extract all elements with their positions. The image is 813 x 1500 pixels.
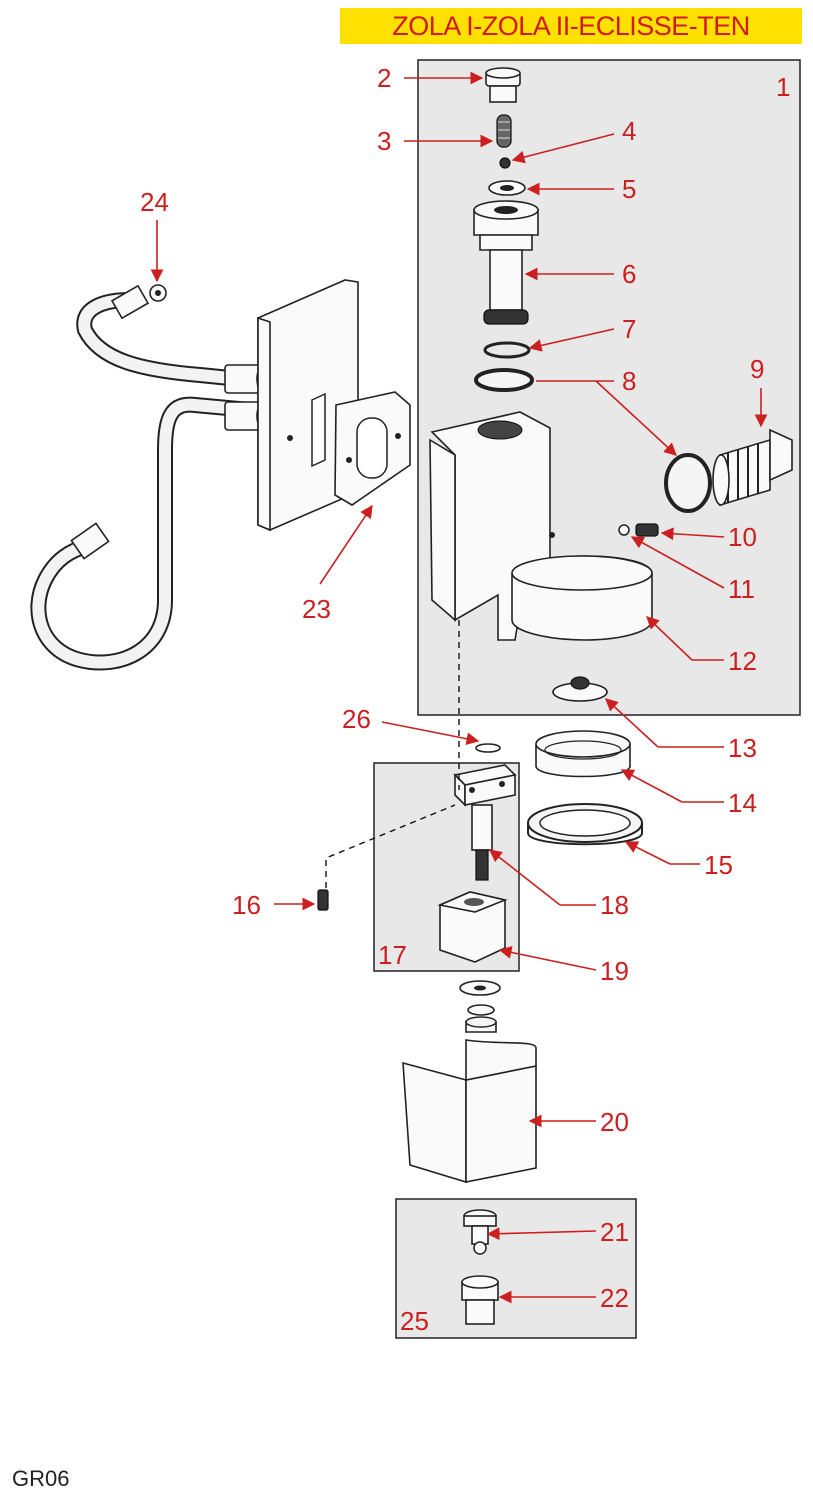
label-9: 9 xyxy=(750,354,764,384)
lock-washer xyxy=(467,1004,495,1016)
filter-basket-ring xyxy=(535,730,631,778)
label-5: 5 xyxy=(622,174,636,204)
diagram-code: GR06 xyxy=(12,1466,70,1491)
label-24: 24 xyxy=(140,187,169,217)
label-14: 14 xyxy=(728,788,757,818)
water-pipes xyxy=(30,292,258,671)
screw-16 xyxy=(317,889,329,911)
label-25: 25 xyxy=(400,1306,429,1336)
threaded-insert xyxy=(712,428,793,507)
label-13: 13 xyxy=(728,733,757,763)
label-6: 6 xyxy=(622,259,636,289)
gasket xyxy=(334,391,411,506)
label-2: 2 xyxy=(377,63,391,93)
seal-ring-15 xyxy=(527,803,643,846)
label-19: 19 xyxy=(600,956,629,986)
label-12: 12 xyxy=(728,646,757,676)
label-10: 10 xyxy=(728,522,757,552)
label-7: 7 xyxy=(622,314,636,344)
top-cap xyxy=(485,67,521,103)
fitting-21 xyxy=(463,1209,497,1255)
title-banner xyxy=(340,8,802,44)
label-3: 3 xyxy=(377,126,391,156)
group-head xyxy=(429,411,653,641)
solenoid-valve xyxy=(453,743,517,881)
label-18: 18 xyxy=(600,890,629,920)
label-4: 4 xyxy=(622,116,636,146)
label-15: 15 xyxy=(704,850,733,880)
gasket-ring-8 xyxy=(474,368,534,392)
small-ball xyxy=(499,157,511,169)
label-17: 17 xyxy=(378,940,407,970)
shower-screen xyxy=(552,676,608,702)
label-8: 8 xyxy=(622,366,636,396)
label-20: 20 xyxy=(600,1107,629,1137)
label-21: 21 xyxy=(600,1217,629,1247)
label-23: 23 xyxy=(302,594,331,624)
label-11: 11 xyxy=(728,574,755,604)
valve-body xyxy=(473,200,539,325)
leader-lines xyxy=(150,71,768,1304)
screw-10 xyxy=(618,523,659,537)
gasket-ring-8b xyxy=(664,453,712,513)
label-22: 22 xyxy=(600,1283,629,1313)
dashed-guide-16 xyxy=(325,804,456,888)
fitting-22 xyxy=(461,1275,499,1325)
label-16: 16 xyxy=(232,890,261,920)
group-panel-25 xyxy=(395,1198,637,1339)
diagram-title: ZOLA I-ZOLA II-ECLISSE-TEN xyxy=(392,11,750,41)
label-1: 1 xyxy=(776,72,790,102)
label-26: 26 xyxy=(342,704,371,734)
solenoid-coil xyxy=(437,891,508,963)
coil-cover xyxy=(402,1039,537,1184)
part-number-labels: 1 2 3 4 5 6 7 8 9 10 11 12 13 14 15 16 1… xyxy=(140,63,790,1336)
filter-screen xyxy=(496,114,512,148)
